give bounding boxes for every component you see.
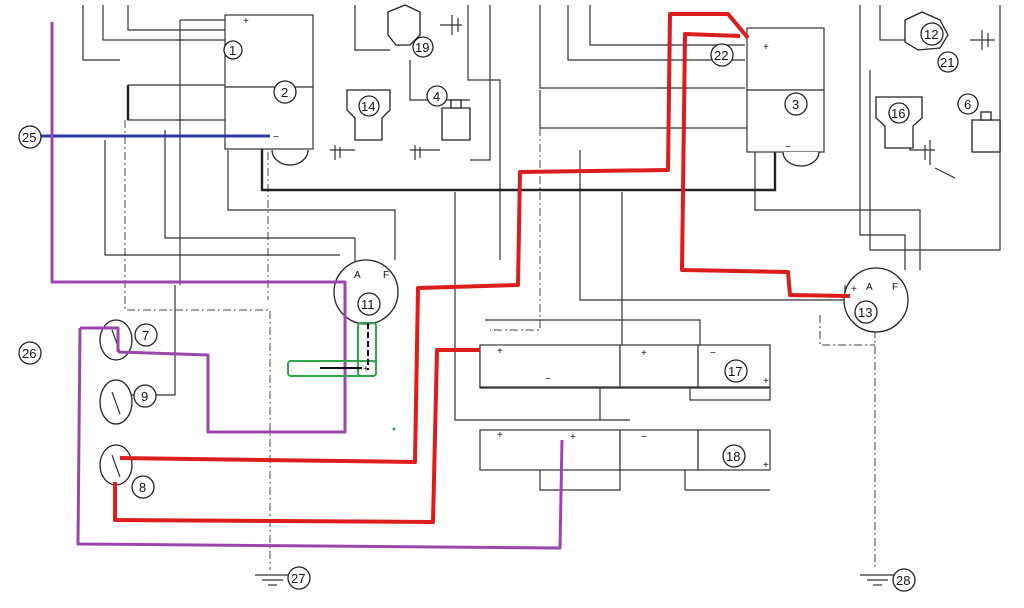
mark-f-13: F xyxy=(892,282,898,293)
component-labels: 1 2 3 4 6 7 8 9 11 12 13 14 16 17 18 19 … xyxy=(18,22,979,592)
box-component-2-bottom xyxy=(224,86,314,150)
label-22: 22 xyxy=(714,48,728,63)
label-14: 14 xyxy=(361,99,375,114)
label-21: 21 xyxy=(940,55,954,70)
ground-12 xyxy=(970,30,995,50)
green-box-horizontal xyxy=(287,360,377,377)
mark-a-13: A xyxy=(866,282,873,293)
mark-minus-3: − xyxy=(785,142,791,153)
relay-6-body xyxy=(971,119,1001,153)
label-6: 6 xyxy=(964,97,971,112)
mark-minus-18: − xyxy=(641,432,647,443)
box-17-left xyxy=(479,344,621,388)
ground-16 xyxy=(924,140,956,179)
label-2: 2 xyxy=(281,85,288,100)
box-18-left xyxy=(479,429,621,471)
label-3: 3 xyxy=(792,97,799,112)
mark-plus-17d: + xyxy=(763,376,769,387)
box-18-mid xyxy=(619,429,699,471)
red-wire-upper xyxy=(119,12,750,464)
label-16: 16 xyxy=(891,106,905,121)
mark-plus-18b: + xyxy=(570,432,576,443)
mark-plus-2: + xyxy=(243,16,249,27)
mark-plus-11: + xyxy=(363,364,369,375)
polarity-marks: + − + − A F A F + + − + − + + + − + + xyxy=(243,16,898,471)
purple-wire-upper xyxy=(50,22,347,434)
label-25: 25 xyxy=(22,130,36,145)
ground-14 xyxy=(330,145,355,160)
mark-minus-2: − xyxy=(273,132,279,143)
label-12: 12 xyxy=(924,27,938,42)
label-7: 7 xyxy=(142,328,149,343)
mark-f-11: F xyxy=(383,270,389,281)
label-17: 17 xyxy=(728,364,742,379)
label-9: 9 xyxy=(141,389,148,404)
label-26: 26 xyxy=(22,346,36,361)
label-11: 11 xyxy=(361,297,375,312)
mark-plus-17b: + xyxy=(641,348,647,359)
mark-plus-3: + xyxy=(763,42,769,53)
ground-top-19 xyxy=(440,15,462,35)
component-boxes xyxy=(99,4,1001,586)
mark-minus-17: − xyxy=(545,374,551,385)
ground-4 xyxy=(410,145,440,160)
box-17-mid xyxy=(619,344,699,388)
label-28: 28 xyxy=(896,573,910,588)
purple-wire-loop xyxy=(80,326,120,352)
mark-a-11: A xyxy=(354,270,361,281)
sender-19-body xyxy=(387,4,421,46)
red-wire-lower xyxy=(113,348,480,524)
label-8: 8 xyxy=(139,480,146,495)
mark-minus-17c: − xyxy=(710,348,716,359)
label-19: 19 xyxy=(415,40,429,55)
mark-plus-13: + xyxy=(851,284,857,295)
label-18: 18 xyxy=(726,449,740,464)
label-27: 27 xyxy=(291,571,305,586)
mark-plus-18: + xyxy=(497,430,503,441)
red-wire-right xyxy=(680,32,851,298)
box-component-3-top xyxy=(746,27,825,91)
mark-plus-17: + xyxy=(497,346,503,357)
highlight-wires xyxy=(40,12,851,550)
ground-28 xyxy=(860,574,895,586)
label-4: 4 xyxy=(433,89,440,104)
label-1: 1 xyxy=(229,43,236,58)
label-13: 13 xyxy=(858,305,872,320)
ground-27 xyxy=(255,574,290,586)
relay-4-body xyxy=(441,107,471,141)
mark-plus-18c: + xyxy=(763,460,769,471)
purple-wire-lower xyxy=(76,327,564,550)
gauge-13-body xyxy=(843,267,909,333)
